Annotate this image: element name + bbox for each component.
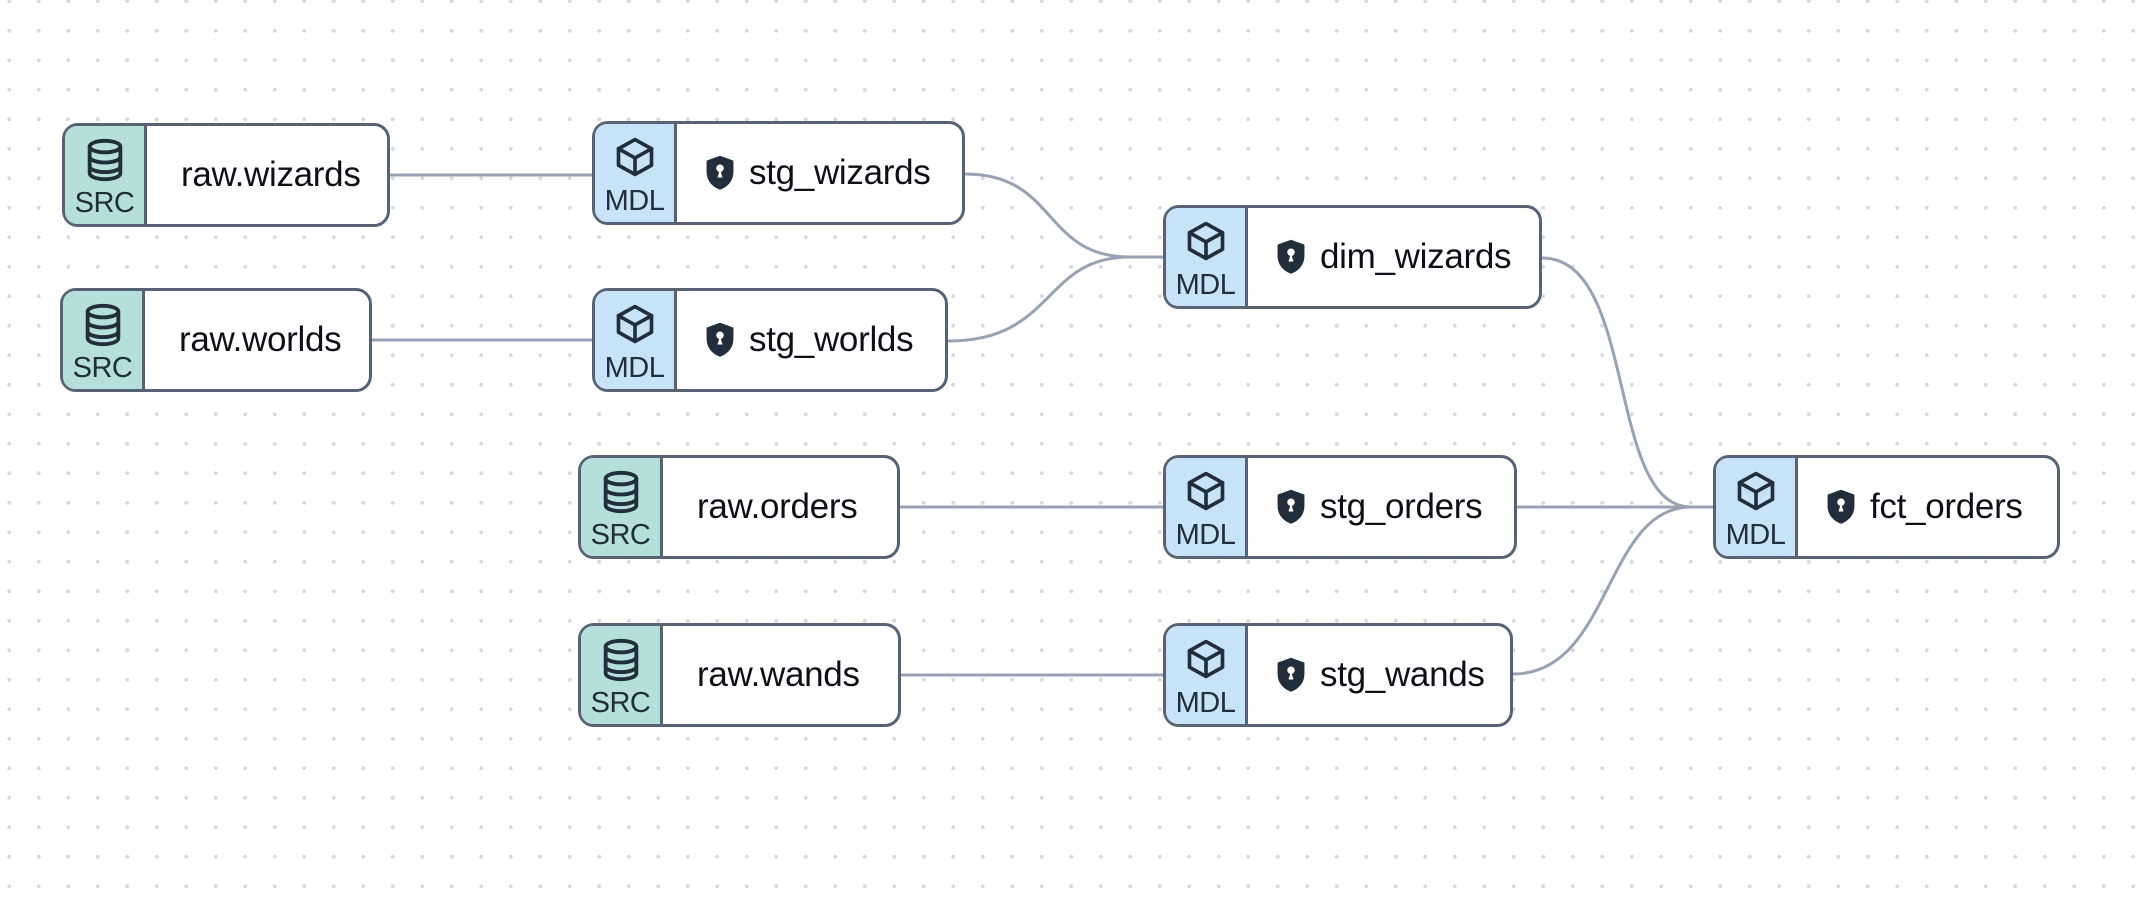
node-raw-worlds[interactable]: SRC raw.worlds — [60, 288, 372, 392]
node-body: raw.worlds — [145, 291, 369, 389]
cube-icon — [1187, 639, 1224, 679]
node-dim-wizards[interactable]: MDL dim_wizards — [1163, 205, 1542, 309]
database-icon — [85, 303, 120, 347]
shield-lock-icon — [1277, 489, 1305, 524]
node-type-badge: MDL — [1175, 687, 1236, 719]
node-raw-orders[interactable]: SRC raw.orders — [578, 455, 900, 559]
node-type-badge: MDL — [1175, 269, 1236, 301]
edge-stg-wizards-to-dim-wizards — [963, 172, 1165, 259]
node-label: raw.orders — [697, 487, 858, 526]
model-type-panel: MDL — [1166, 208, 1248, 306]
source-type-panel: SRC — [581, 626, 663, 724]
database-icon — [87, 138, 122, 182]
database-icon — [603, 470, 638, 514]
node-type-badge: SRC — [74, 187, 135, 219]
node-type-badge: SRC — [590, 687, 651, 719]
cube-icon — [616, 137, 653, 177]
node-raw-wands[interactable]: SRC raw.wands — [578, 623, 901, 727]
shield-lock-icon — [706, 322, 734, 357]
edge-dim-wizards-to-fct-orders — [1540, 256, 1715, 509]
source-type-panel: SRC — [65, 126, 147, 224]
model-type-panel: MDL — [595, 124, 677, 222]
node-body: stg_wizards — [677, 124, 962, 222]
node-body: stg_worlds — [677, 291, 945, 389]
node-stg-wizards[interactable]: MDL stg_wizards — [592, 121, 965, 225]
node-fct-orders[interactable]: MDL fct_orders — [1713, 455, 2060, 559]
node-label: raw.wizards — [181, 155, 361, 194]
shield-lock-icon — [1277, 657, 1305, 692]
node-body: raw.wizards — [147, 126, 387, 224]
node-body: raw.wands — [663, 626, 898, 724]
node-label: fct_orders — [1870, 487, 2023, 526]
node-type-badge: MDL — [1175, 519, 1236, 551]
node-type-badge: SRC — [590, 519, 651, 551]
node-stg-orders[interactable]: MDL stg_orders — [1163, 455, 1517, 559]
cube-icon — [1737, 471, 1774, 511]
node-label: stg_orders — [1320, 487, 1483, 526]
node-label: raw.worlds — [179, 320, 342, 359]
node-type-badge: MDL — [604, 185, 665, 217]
source-type-panel: SRC — [63, 291, 145, 389]
node-stg-worlds[interactable]: MDL stg_worlds — [592, 288, 948, 392]
edge-stg-wands-to-fct-orders — [1511, 505, 1715, 676]
node-label: stg_wands — [1320, 655, 1485, 694]
cube-icon — [616, 304, 653, 344]
node-type-badge: SRC — [72, 352, 133, 384]
cube-icon — [1187, 221, 1224, 261]
node-label: stg_worlds — [749, 320, 914, 359]
node-body: stg_orders — [1248, 458, 1514, 556]
node-type-badge: MDL — [1725, 519, 1786, 551]
node-type-badge: MDL — [604, 352, 665, 384]
database-icon — [603, 638, 638, 682]
model-type-panel: MDL — [595, 291, 677, 389]
cube-icon — [1187, 471, 1224, 511]
node-body: stg_wands — [1248, 626, 1510, 724]
node-body: dim_wizards — [1248, 208, 1539, 306]
node-body: raw.orders — [663, 458, 897, 556]
node-raw-wizards[interactable]: SRC raw.wizards — [62, 123, 390, 227]
node-label: dim_wizards — [1320, 237, 1512, 276]
model-type-panel: MDL — [1716, 458, 1798, 556]
source-type-panel: SRC — [581, 458, 663, 556]
edge-stg-worlds-to-dim-wizards — [946, 255, 1165, 343]
node-body: fct_orders — [1798, 458, 2057, 556]
shield-lock-icon — [706, 155, 734, 190]
node-stg-wands[interactable]: MDL stg_wands — [1163, 623, 1513, 727]
node-label: raw.wands — [697, 655, 860, 694]
shield-lock-icon — [1827, 489, 1855, 524]
node-label: stg_wizards — [749, 153, 931, 192]
shield-lock-icon — [1277, 239, 1305, 274]
model-type-panel: MDL — [1166, 458, 1248, 556]
model-type-panel: MDL — [1166, 626, 1248, 724]
